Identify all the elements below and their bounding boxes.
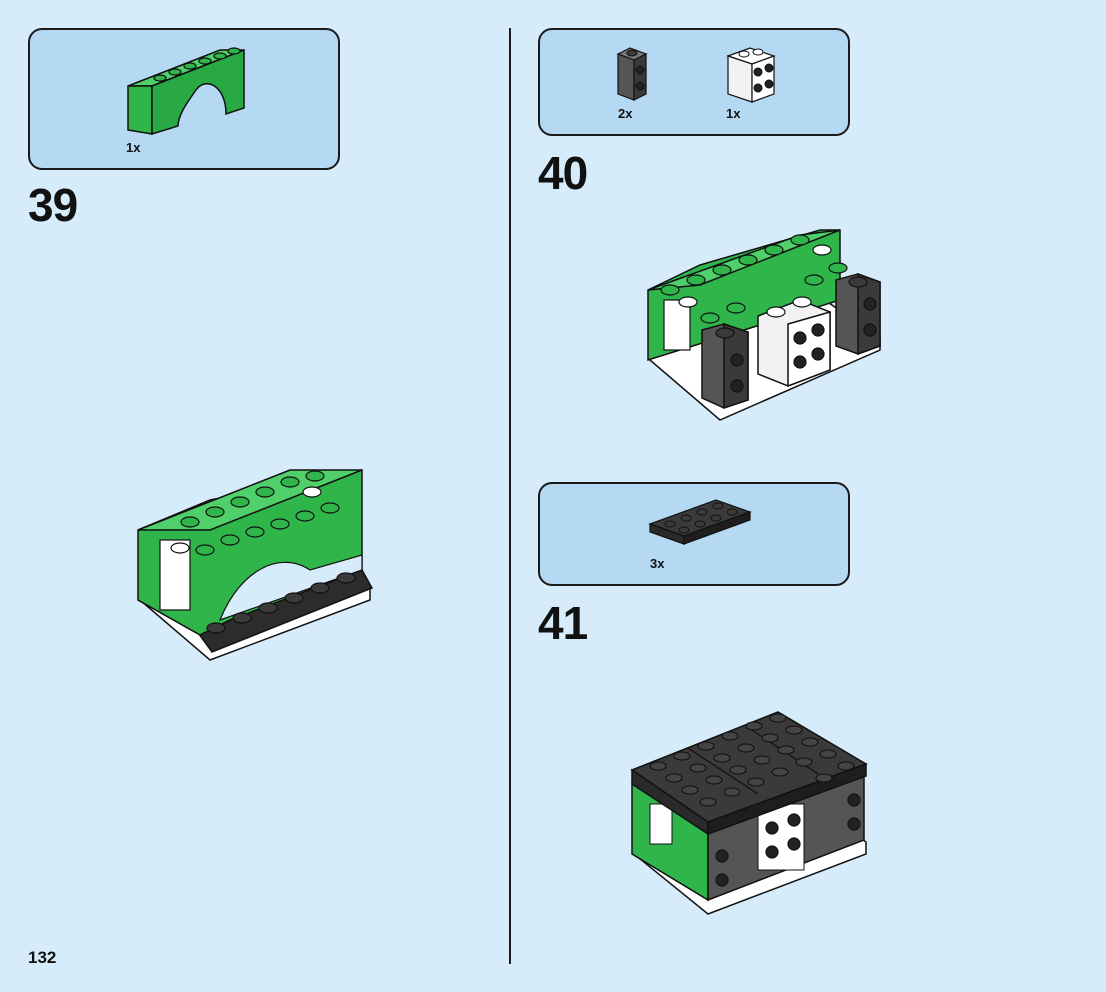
part-quantity: 1x [726,106,741,121]
black-plate-part [648,499,752,545]
step-number: 39 [28,179,78,231]
step-39-assembly [137,469,374,661]
step-number: 40 [538,147,588,199]
step-41-parts-callout: 3x [538,482,850,586]
green-arch-brick-part [127,47,245,136]
step-number: 41 [538,597,588,649]
dark-gray-brick-part [616,47,648,101]
part-quantity: 2x [618,106,633,121]
part-quantity: 3x [650,556,665,571]
column-divider [509,28,511,964]
page-number: 132 [28,948,57,967]
step-41-assembly [630,711,868,915]
step-40-parts-callout: 2x 1x [538,28,850,136]
step-39-parts-callout: 1x [28,28,340,170]
white-brick-part [726,47,776,103]
step-40-assembly [647,229,881,421]
part-quantity: 1x [126,140,141,155]
